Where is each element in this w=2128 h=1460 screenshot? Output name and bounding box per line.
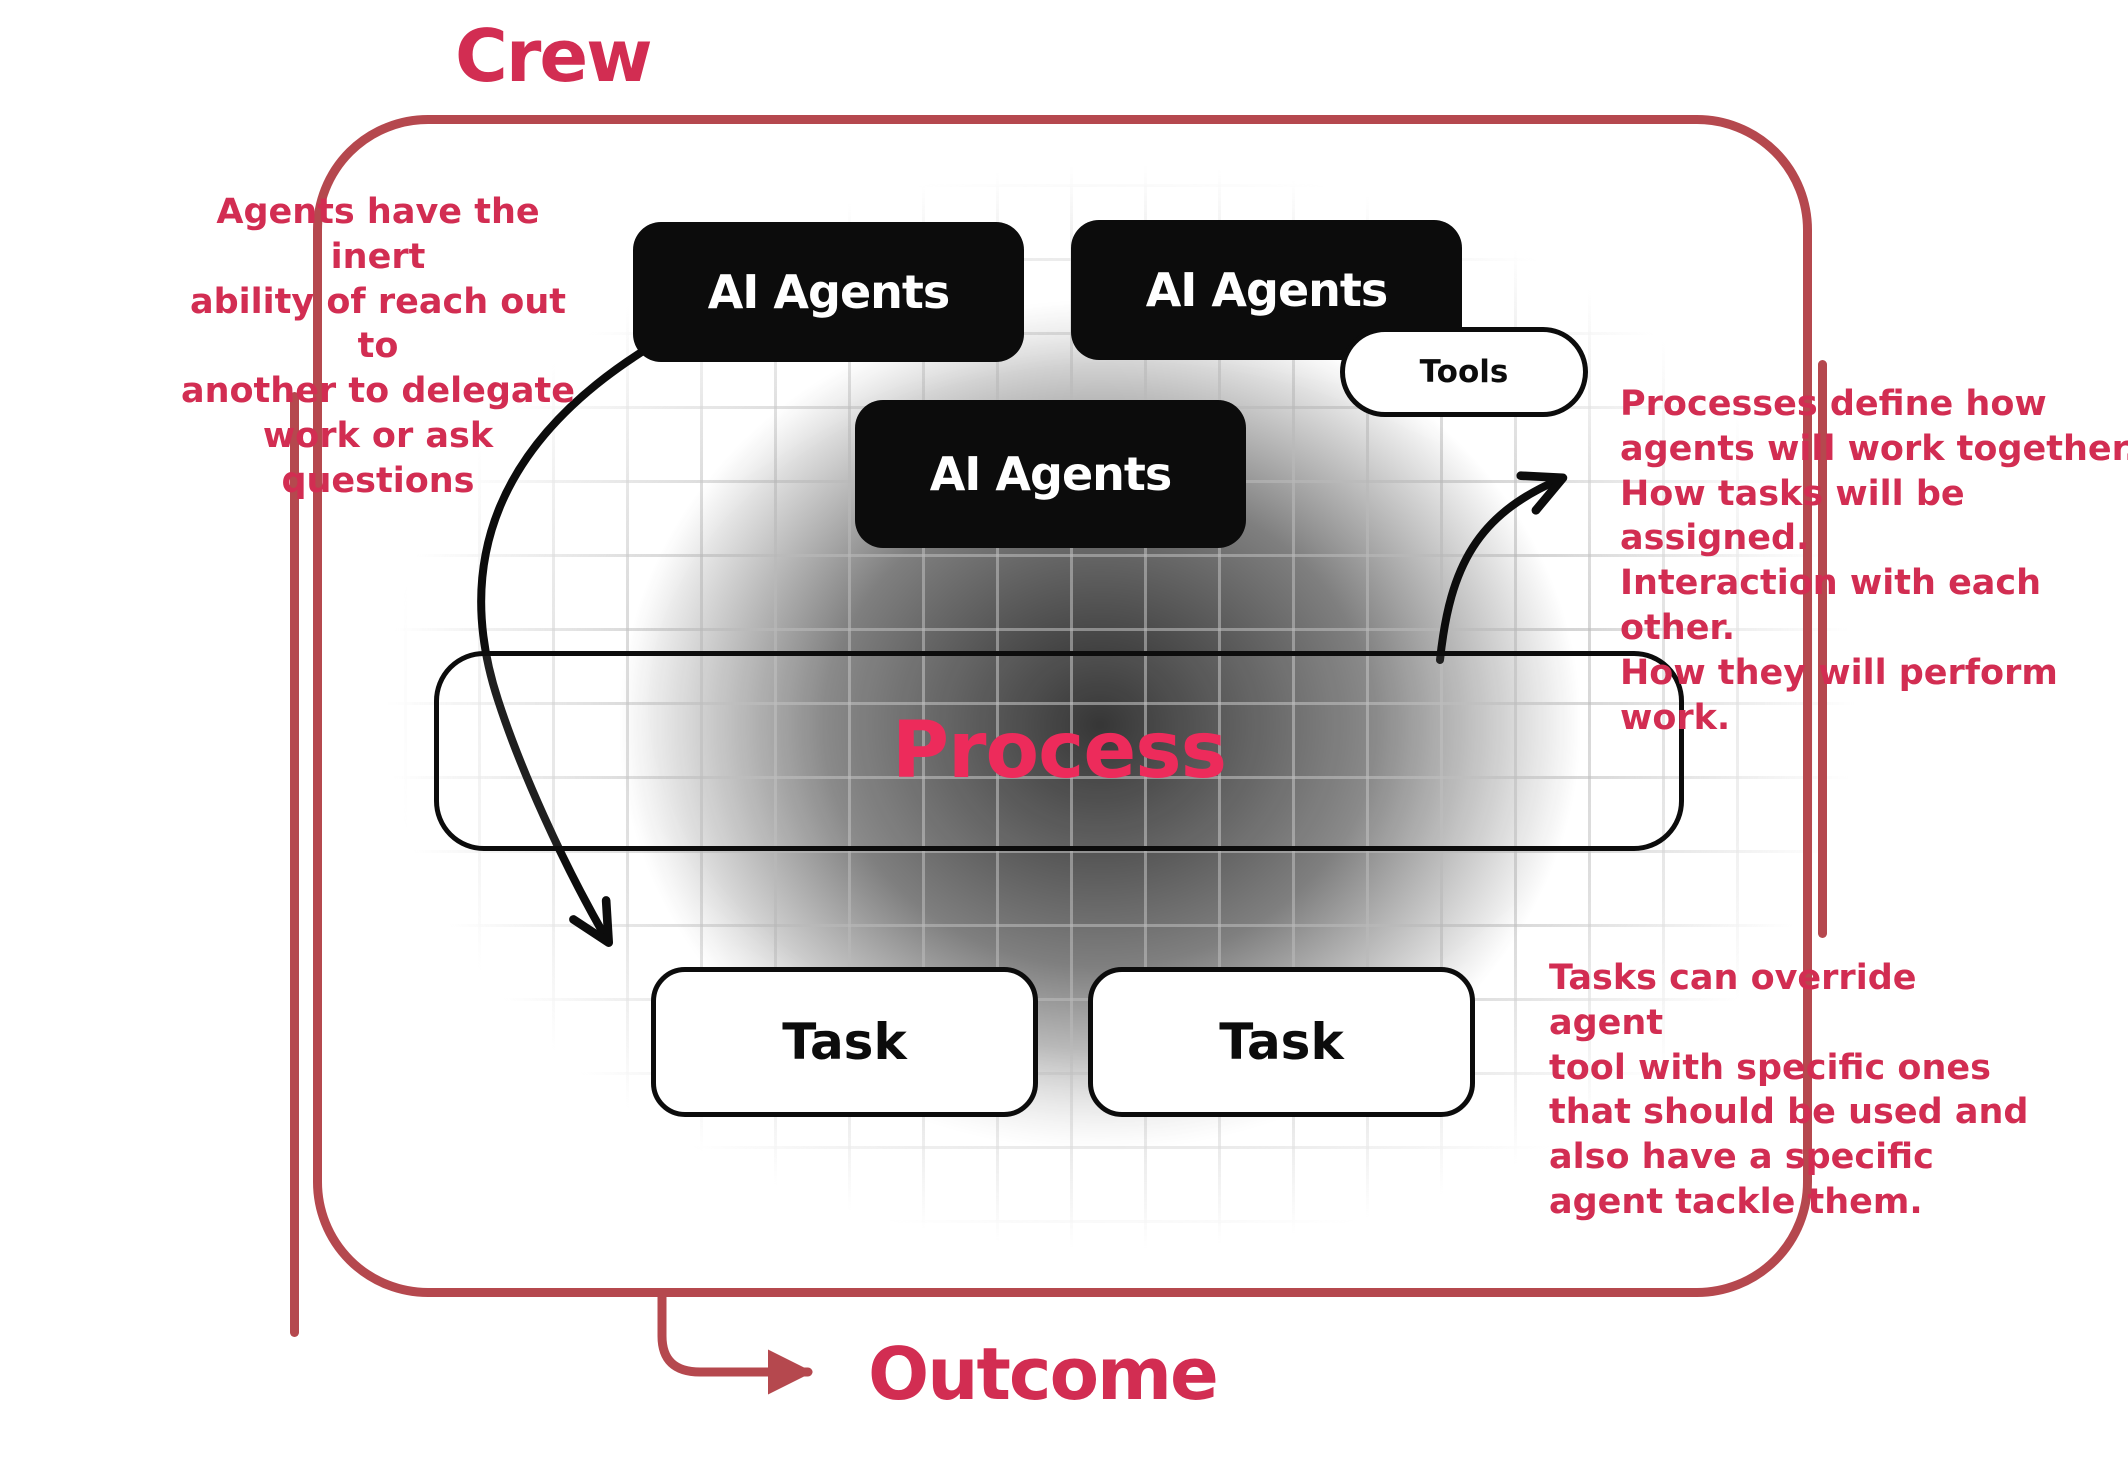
process-label: Process xyxy=(891,706,1227,796)
task-box-1: Task xyxy=(651,967,1038,1117)
task-box-2: Task xyxy=(1088,967,1475,1117)
ai-agents-label-1: AI Agents xyxy=(707,265,951,319)
process-annotation-arrow xyxy=(1436,471,1568,664)
ai-agents-box-3: AI Agents xyxy=(855,400,1246,548)
tools-label: Tools xyxy=(1419,354,1509,390)
right-boundary-line xyxy=(1818,360,1827,938)
annotation-processes: Processes define how agents will work to… xyxy=(1620,384,2128,738)
tools-badge: Tools xyxy=(1340,327,1588,417)
outcome-arrow xyxy=(657,1288,813,1395)
crew-label: Crew xyxy=(455,14,653,98)
annotation-tasks: Tasks can override agent tool with speci… xyxy=(1549,958,2029,1222)
ai-agents-label-2: AI Agents xyxy=(1145,263,1389,317)
outcome-label: Outcome xyxy=(868,1332,1219,1416)
ai-agents-box-1: AI Agents xyxy=(633,222,1024,362)
task-label-1: Task xyxy=(782,1013,907,1071)
left-boundary-line xyxy=(290,392,299,1337)
ai-agents-label-3: AI Agents xyxy=(929,447,1173,501)
task-label-2: Task xyxy=(1219,1013,1344,1071)
process-box: Process xyxy=(434,651,1684,851)
annotation-delegation: Agents have the inert ability of reach o… xyxy=(180,192,576,501)
